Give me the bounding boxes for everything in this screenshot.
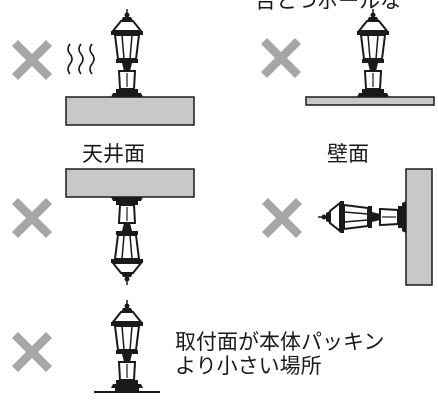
ceiling-surface [65,168,195,198]
label-top-right-partial: 台とつボールな [255,0,402,13]
label-small-surface: 取付面が本体パッキン より小さい場所 [175,330,384,378]
x-mark-icon [12,40,52,80]
thin-surface [305,96,435,106]
x-mark-icon [261,38,301,78]
label-small-surface-line1: 取付面が本体パッキン [175,330,385,354]
lamp-on-ceiling [110,196,144,286]
x-mark-icon [12,332,52,372]
heat-waves-icon [67,43,95,75]
wall-surface [405,168,433,286]
lamp-on-wall [317,200,407,234]
label-small-surface-line2: より小さい場所 [175,354,322,378]
small-mount-pad [115,388,139,392]
lamp-on-thin-surface [356,8,390,98]
x-mark-icon [262,198,302,238]
label-ceiling: 天井面 [82,142,145,166]
floor-surface [65,96,195,126]
label-wall: 壁面 [327,142,369,166]
lamp-on-small-surface [110,299,144,389]
lamp-on-floor [110,8,144,98]
x-mark-icon [12,198,52,238]
